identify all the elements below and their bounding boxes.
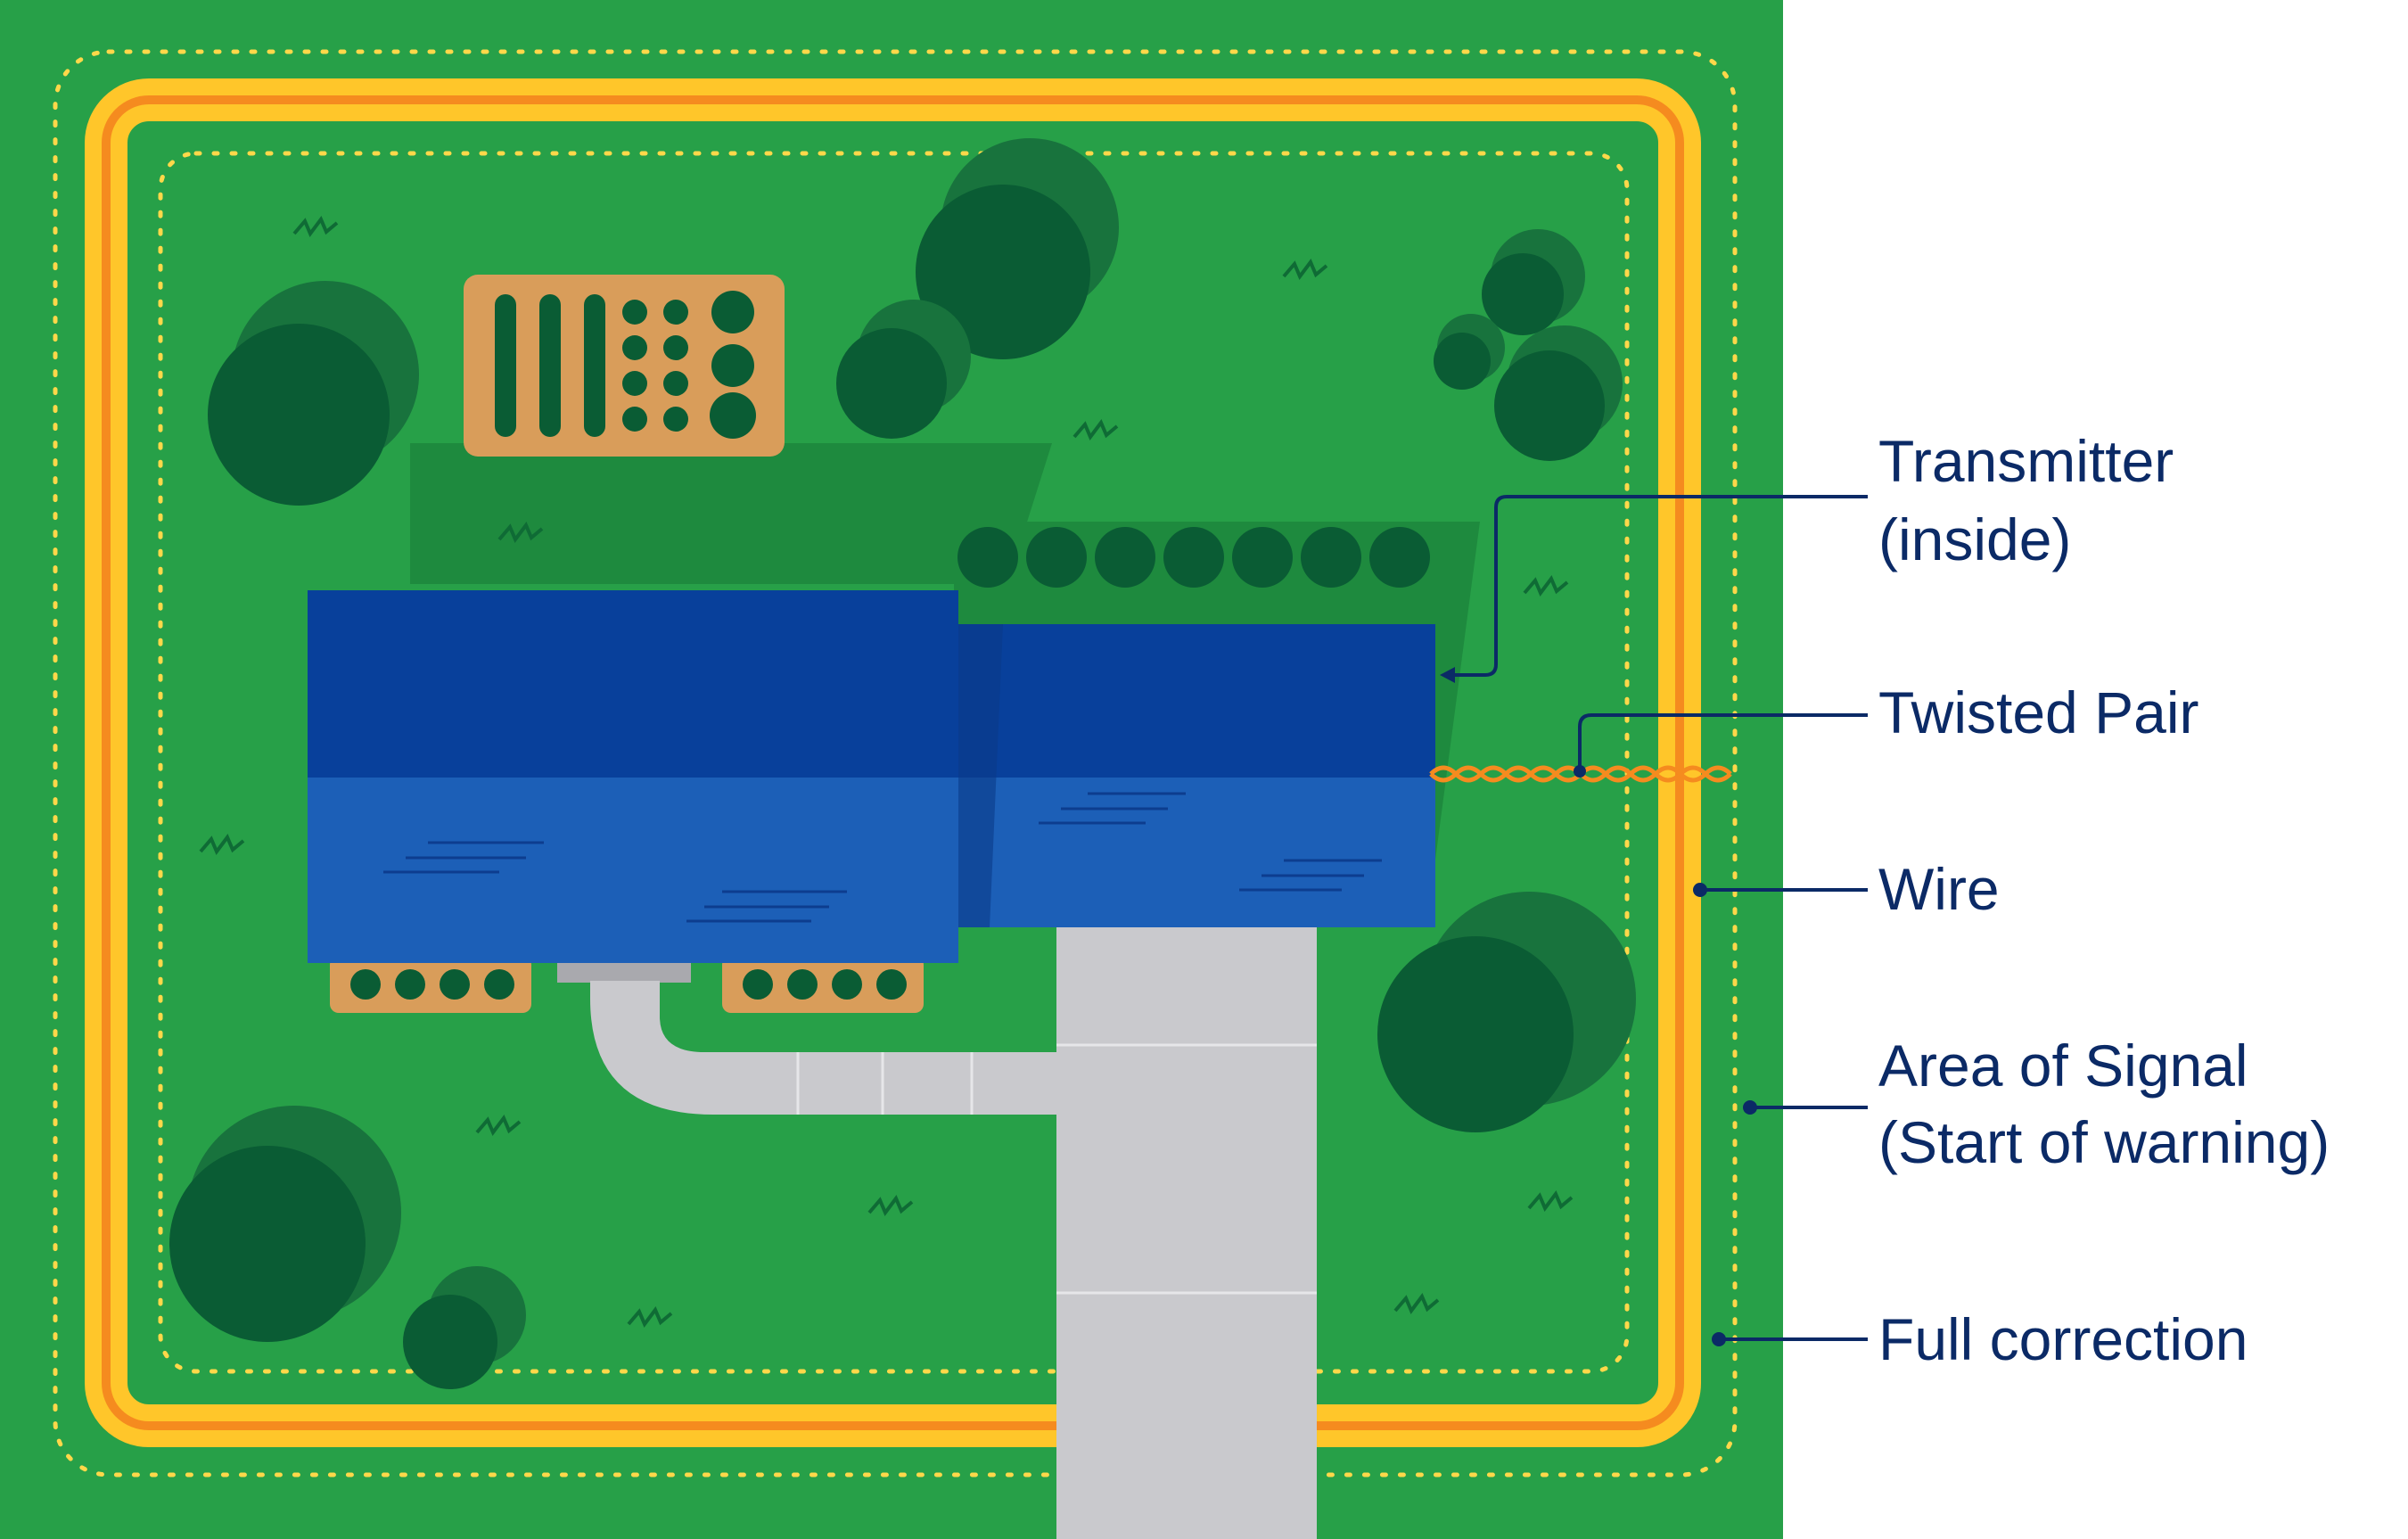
- walkway-icon: [557, 927, 1317, 1539]
- tree-icon: [169, 138, 1636, 1389]
- label-full-correction: Full correction: [1878, 1306, 2248, 1372]
- full-correction-dot: [1712, 1332, 1726, 1346]
- leader-lines: [1449, 495, 1868, 1341]
- house-roof-icon: [308, 590, 1435, 963]
- twisted-pair-dot: [1574, 765, 1586, 778]
- label-signal-line2: (Start of warning): [1878, 1109, 2330, 1175]
- label-twisted-pair: Twisted Pair: [1878, 679, 2198, 745]
- leader-twisted-pair: [1578, 713, 1868, 771]
- garden-bed-icon: [464, 275, 785, 457]
- transmitter-arrowhead: [1440, 667, 1455, 683]
- leader-transmitter: [1449, 495, 1868, 677]
- label-transmitter-line1: Transmitter: [1878, 428, 2174, 494]
- shrub-icon: [957, 527, 1430, 588]
- front-shrub-bed-right: [722, 956, 924, 1013]
- signal-dot: [1743, 1100, 1757, 1115]
- signal-area-outer-dotted: [53, 49, 1738, 1477]
- wire-dot: [1693, 883, 1707, 897]
- label-transmitter-line2: (inside): [1878, 506, 2071, 572]
- front-shrub-bed-left: [330, 956, 531, 1013]
- grass-tuft-icon: [199, 216, 1574, 1328]
- label-signal-line1: Area of Signal: [1878, 1033, 2248, 1099]
- signal-area-inner-dotted: [158, 151, 1630, 1374]
- label-wire: Wire: [1878, 856, 2000, 922]
- driveway: [1056, 927, 1317, 1539]
- house-shadow: [410, 443, 1052, 584]
- boundary-wire-core: [102, 95, 1684, 1430]
